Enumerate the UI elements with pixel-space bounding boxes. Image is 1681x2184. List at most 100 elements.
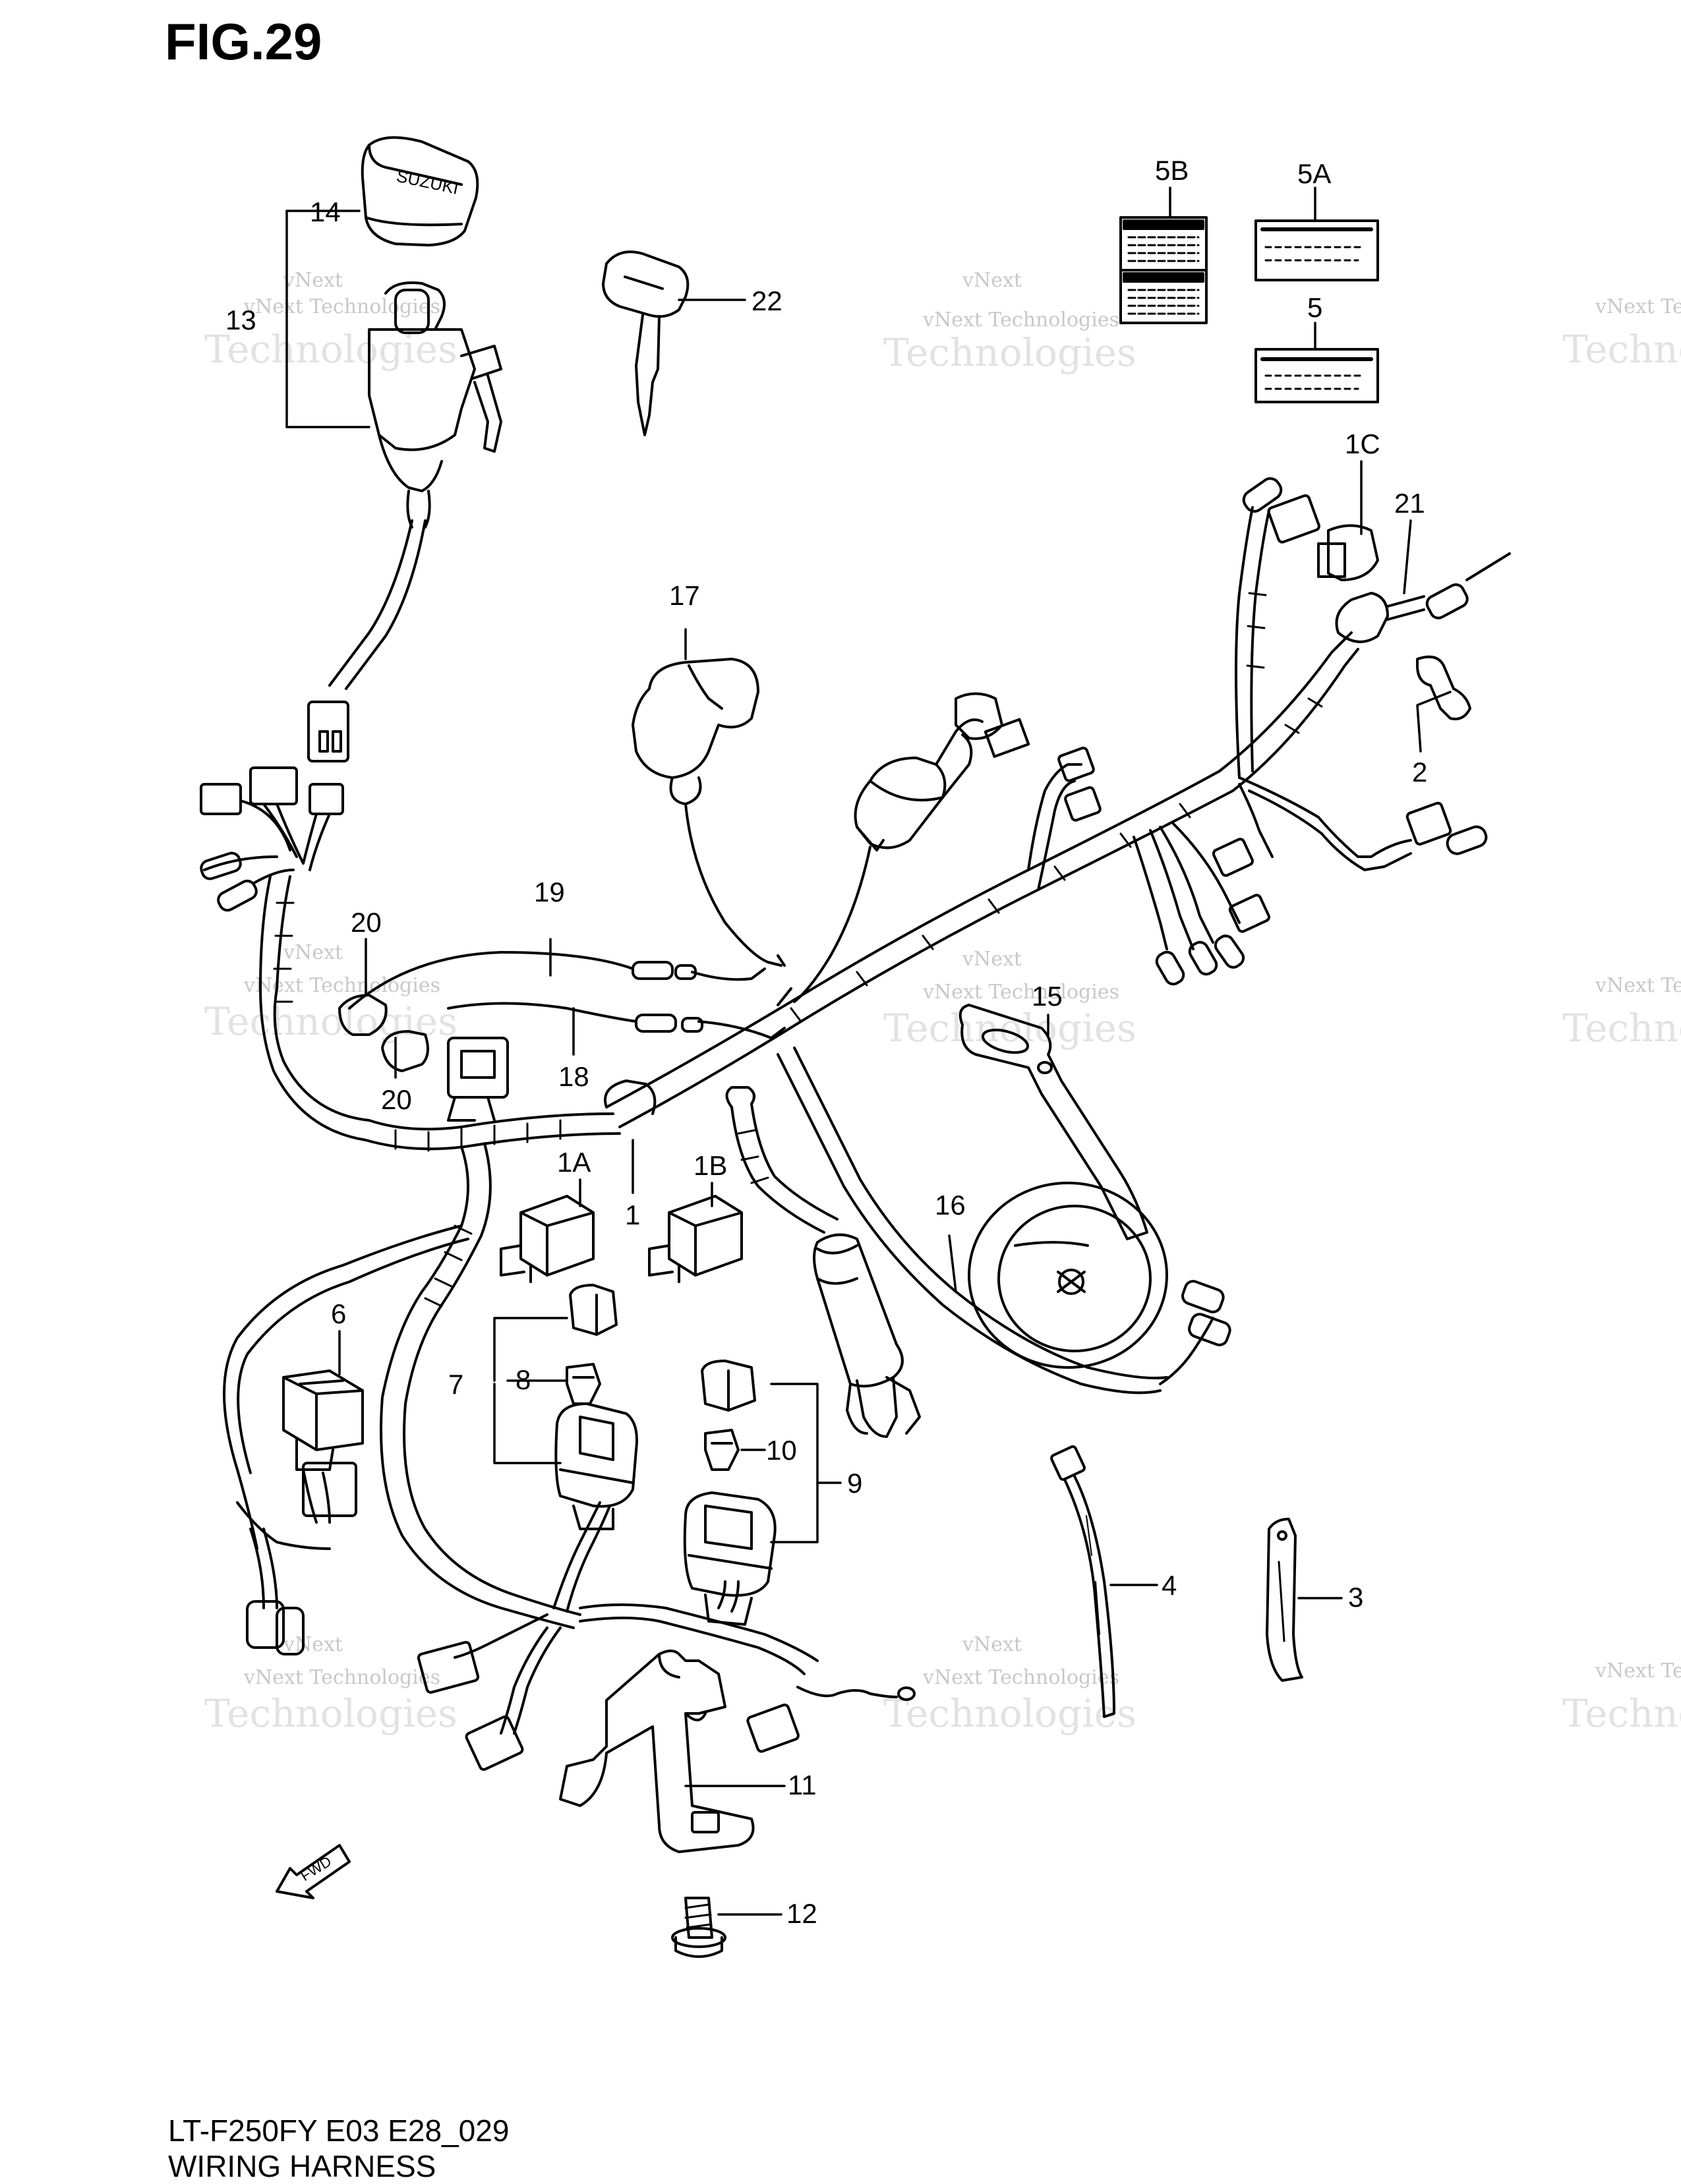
part-1-main-harness [259,506,1412,1152]
part-1A-relay [500,1195,595,1283]
watermarks: vNext vNext Technologies Technologies vN… [204,269,1681,1736]
callout-6: 6 [331,1298,347,1329]
part-1B-relay [648,1195,743,1283]
model-code: LT-F250FY E03 E28_029 [168,2113,510,2148]
watermark-text: Technologies [883,1691,1136,1736]
watermark-text: Technologies [1562,1006,1681,1050]
leader-lines [285,187,1452,1916]
harness-connector [1188,940,1218,976]
callout-1B: 1B [693,1150,728,1181]
callout-16: 16 [935,1190,966,1221]
part-19-wire [348,951,766,1010]
watermark-text: vNext Technologies [922,981,1119,1004]
part-5B-label [1119,216,1208,324]
callout-3: 3 [1348,1582,1364,1613]
harness-connector [1228,894,1270,933]
ignition-coil [793,692,1030,1003]
part-20-cap-upper [338,994,388,1036]
harness-connector [1057,747,1095,782]
callout-10: 10 [766,1435,797,1466]
switch-cable [328,519,413,687]
watermark-text: vNext [283,269,343,292]
watermark-2: vNext vNext Technologies Technologies [883,269,1136,375]
part-8-fuse [566,1363,601,1405]
callout-20-upper: 20 [351,907,382,938]
callout-14: 14 [310,196,341,227]
part-16-horn [968,1182,1168,1369]
harness-connector-cluster [200,766,344,912]
callout-11: 11 [788,1769,817,1800]
watermark-text: Technologies [883,330,1136,375]
callout-5A: 5A [1297,158,1332,189]
watermark-text: vNext Technologies [243,1666,440,1689]
part-13-ignition-switch [368,281,502,529]
watermark-text: vNext Technologies [243,295,440,318]
watermark-6: vNext vNext Technologies Technologies [883,1633,1136,1736]
callout-21: 21 [1394,488,1425,519]
harness-branch [1037,780,1076,891]
watermark-1: vNext vNext Technologies Technologies [204,269,457,372]
part-2-clamp [1416,655,1471,720]
switch-cable [345,519,427,690]
relay-socket [447,1037,509,1122]
watermark-text: Technologies [1562,327,1681,372]
watermark-text: Technologies [883,1006,1136,1050]
watermark-5: vNext vNext Technologies Technologies [204,1633,457,1736]
part-1C-connector [1317,524,1379,581]
callout-13: 13 [225,304,256,335]
regulator-coil [813,1233,921,1438]
watermark-text: vNext [283,941,343,964]
watermark-text: vNext Technologies [1595,295,1681,318]
callout-1A: 1A [557,1147,591,1178]
relay-wires [236,1462,357,1655]
watermark-4: vNext vNext Technologies Technologies [883,948,1136,1050]
part-5A-label [1254,219,1379,281]
harness-connector [1064,786,1102,822]
part-6-relay [282,1369,364,1471]
watermark-text: Technologies [204,999,457,1044]
callout-12: 12 [786,1898,817,1929]
callout-5B: 5B [1155,155,1189,186]
rectifier-cable [725,1086,839,1234]
part-14-switch-cover: SUZUKI [361,136,479,246]
watermark-text: vNext [962,948,1022,971]
part-7-fuse-box [554,1284,638,1530]
callout-2: 2 [1412,757,1428,788]
part-3-clamp [1266,1518,1303,1682]
figure-caption: WIRING HARNESS [168,2149,436,2183]
callout-9: 9 [847,1468,863,1499]
svg-text:SUZUKI: SUZUKI [395,166,460,198]
callout-15: 15 [1032,981,1063,1012]
watermark-9: vNext Technologies Technologies [1562,1659,1681,1736]
callout-18: 18 [558,1061,589,1092]
watermark-text: vNext [962,1633,1022,1656]
part-22-key [602,250,690,436]
part-16-horn-cable [777,1047,1231,1394]
watermark-text: vNext [283,1633,343,1656]
watermark-text: vNext [962,269,1022,292]
callout-8: 8 [516,1364,531,1395]
watermark-text: vNext Technologies [922,308,1119,331]
watermark-text: Technologies [204,327,457,372]
watermark-text: Technologies [1562,1691,1681,1736]
callout-20-lower: 20 [381,1084,412,1115]
part-10-fuse [704,1429,740,1471]
watermark-7: vNext Technologies Technologies [1562,295,1681,372]
watermark-text: vNext Technologies [243,974,440,997]
watermark-text: vNext Technologies [1595,1659,1681,1682]
callout-7: 7 [448,1369,464,1400]
switch-connector [307,701,349,762]
callout-17: 17 [669,580,700,611]
harness-connector-group-right [1242,477,1488,855]
part-15-horn-bracket [958,1004,1148,1240]
callout-4: 4 [1162,1570,1177,1601]
part-5-label [1254,348,1379,403]
watermark-8: vNext Technologies Technologies [1562,974,1681,1050]
part-18-wire [447,987,792,1039]
harness-branch [1133,822,1241,950]
harness-branch [1238,783,1274,858]
part-11-bracket [559,1650,755,1853]
callout-19: 19 [534,876,565,907]
